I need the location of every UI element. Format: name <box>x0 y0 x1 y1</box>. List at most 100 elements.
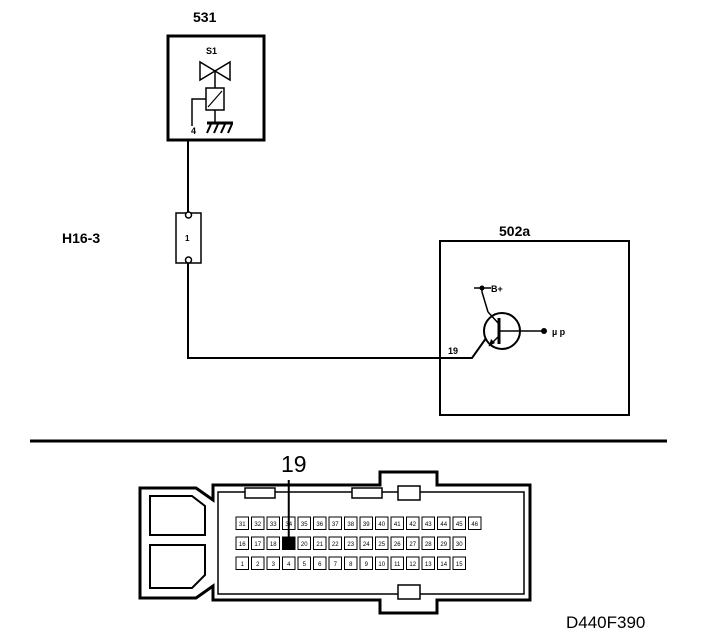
svg-text:24: 24 <box>363 542 370 548</box>
connector-pin-16: 16 <box>235 536 249 550</box>
svg-text:4: 4 <box>287 562 291 568</box>
component-502a: 502a 19 B+ µ p <box>439 223 630 416</box>
connector-pin-grid: 3132333435363738394041424344454616171819… <box>235 516 482 570</box>
component-502a-label: 502a <box>499 223 530 239</box>
connector-pin-15: 15 <box>452 556 466 570</box>
connector-pin-28: 28 <box>421 536 435 550</box>
highlight-pin-callout: 19 <box>281 451 307 477</box>
component-531-box <box>166 34 266 142</box>
svg-text:15: 15 <box>456 562 463 568</box>
connector-face-view: 19 3132333435363738394041424344454616171… <box>138 451 532 615</box>
svg-text:2: 2 <box>256 562 260 568</box>
svg-text:26: 26 <box>394 542 401 548</box>
connector-pin-9: 9 <box>359 556 373 570</box>
svg-text:11: 11 <box>394 562 401 568</box>
svg-text:30: 30 <box>456 542 463 548</box>
connector-pin-4: 4 <box>282 556 296 570</box>
svg-text:16: 16 <box>239 542 246 548</box>
connector-pin-29: 29 <box>437 536 451 550</box>
solenoid-coil-icon <box>191 87 225 126</box>
connector-pin-26: 26 <box>390 536 404 550</box>
svg-text:3: 3 <box>272 562 276 568</box>
svg-text:12: 12 <box>409 562 416 568</box>
connector-pin-36: 36 <box>313 516 327 530</box>
connector-pin-21: 21 <box>313 536 327 550</box>
connector-pin-12: 12 <box>406 556 420 570</box>
component-531-label: 531 <box>193 9 217 25</box>
connector-pin-22: 22 <box>328 536 342 550</box>
ground-icon <box>206 121 233 134</box>
svg-text:37: 37 <box>332 522 339 528</box>
connector-pin-7: 7 <box>328 556 342 570</box>
connector-pin-11: 11 <box>390 556 404 570</box>
connector-pin-40: 40 <box>375 516 389 530</box>
connector-h16-3: H16-3 1 <box>62 211 202 264</box>
connector-latch-lower <box>149 544 206 589</box>
svg-text:31: 31 <box>239 522 246 528</box>
connector-pin-45: 45 <box>452 516 466 530</box>
svg-text:41: 41 <box>394 522 401 528</box>
connector-pin-6: 6 <box>313 556 327 570</box>
svg-text:40: 40 <box>378 522 385 528</box>
connector-pin-33: 33 <box>266 516 280 530</box>
connector-pin-32: 32 <box>251 516 265 530</box>
connector-pin-38: 38 <box>344 516 358 530</box>
svg-text:27: 27 <box>409 542 416 548</box>
svg-text:7: 7 <box>334 562 338 568</box>
connector-pin-2: 2 <box>251 556 265 570</box>
connector-pin-13: 13 <box>421 556 435 570</box>
svg-text:9: 9 <box>365 562 369 568</box>
svg-text:10: 10 <box>378 562 385 568</box>
component-502a-pin-label: 19 <box>448 346 458 356</box>
connector-h16-3-label: H16-3 <box>62 230 100 246</box>
transistor-icon <box>474 285 547 350</box>
svg-text:20: 20 <box>301 542 308 548</box>
svg-text:14: 14 <box>440 562 447 568</box>
connector-lock-top <box>397 485 421 501</box>
svg-text:8: 8 <box>349 562 353 568</box>
svg-text:17: 17 <box>254 542 261 548</box>
connector-pin-39: 39 <box>359 516 373 530</box>
connector-pin-30: 30 <box>452 536 466 550</box>
connector-h16-3-pin-label: 1 <box>185 234 190 243</box>
connector-pin-3: 3 <box>266 556 280 570</box>
connector-key-right <box>351 487 383 499</box>
svg-text:5: 5 <box>303 562 307 568</box>
connector-pin-23: 23 <box>344 536 358 550</box>
svg-text:19: 19 <box>285 542 292 548</box>
svg-text:28: 28 <box>425 542 432 548</box>
svg-text:39: 39 <box>363 522 370 528</box>
svg-text:42: 42 <box>409 522 416 528</box>
svg-text:38: 38 <box>347 522 354 528</box>
connector-pin-44: 44 <box>437 516 451 530</box>
svg-text:35: 35 <box>301 522 308 528</box>
svg-text:22: 22 <box>332 542 339 548</box>
svg-text:25: 25 <box>378 542 385 548</box>
connector-pin-19: 19 <box>282 536 296 550</box>
connector-pin-35: 35 <box>297 516 311 530</box>
microprocessor-label: µ p <box>552 327 566 337</box>
connector-pin-14: 14 <box>437 556 451 570</box>
svg-text:13: 13 <box>425 562 432 568</box>
connector-pin-31: 31 <box>235 516 249 530</box>
svg-text:43: 43 <box>425 522 432 528</box>
wire-h16-to-502a <box>187 263 490 359</box>
component-531-pin-label: 4 <box>191 126 196 136</box>
valve-icon <box>199 60 231 88</box>
connector-pin-43: 43 <box>421 516 435 530</box>
supply-b-plus-label: B+ <box>491 284 503 294</box>
svg-text:23: 23 <box>347 542 354 548</box>
connector-pin-24: 24 <box>359 536 373 550</box>
figure-code: D440F390 <box>566 613 645 632</box>
svg-text:46: 46 <box>471 522 478 528</box>
connector-pin-46: 46 <box>468 516 482 530</box>
connector-pin-5: 5 <box>297 556 311 570</box>
component-531: 531 S1 4 <box>166 9 266 142</box>
component-502a-box <box>439 240 630 416</box>
svg-text:18: 18 <box>270 542 277 548</box>
svg-text:1: 1 <box>241 562 245 568</box>
connector-terminal-top <box>184 211 193 219</box>
connector-pin-1: 1 <box>235 556 249 570</box>
svg-text:6: 6 <box>318 562 322 568</box>
